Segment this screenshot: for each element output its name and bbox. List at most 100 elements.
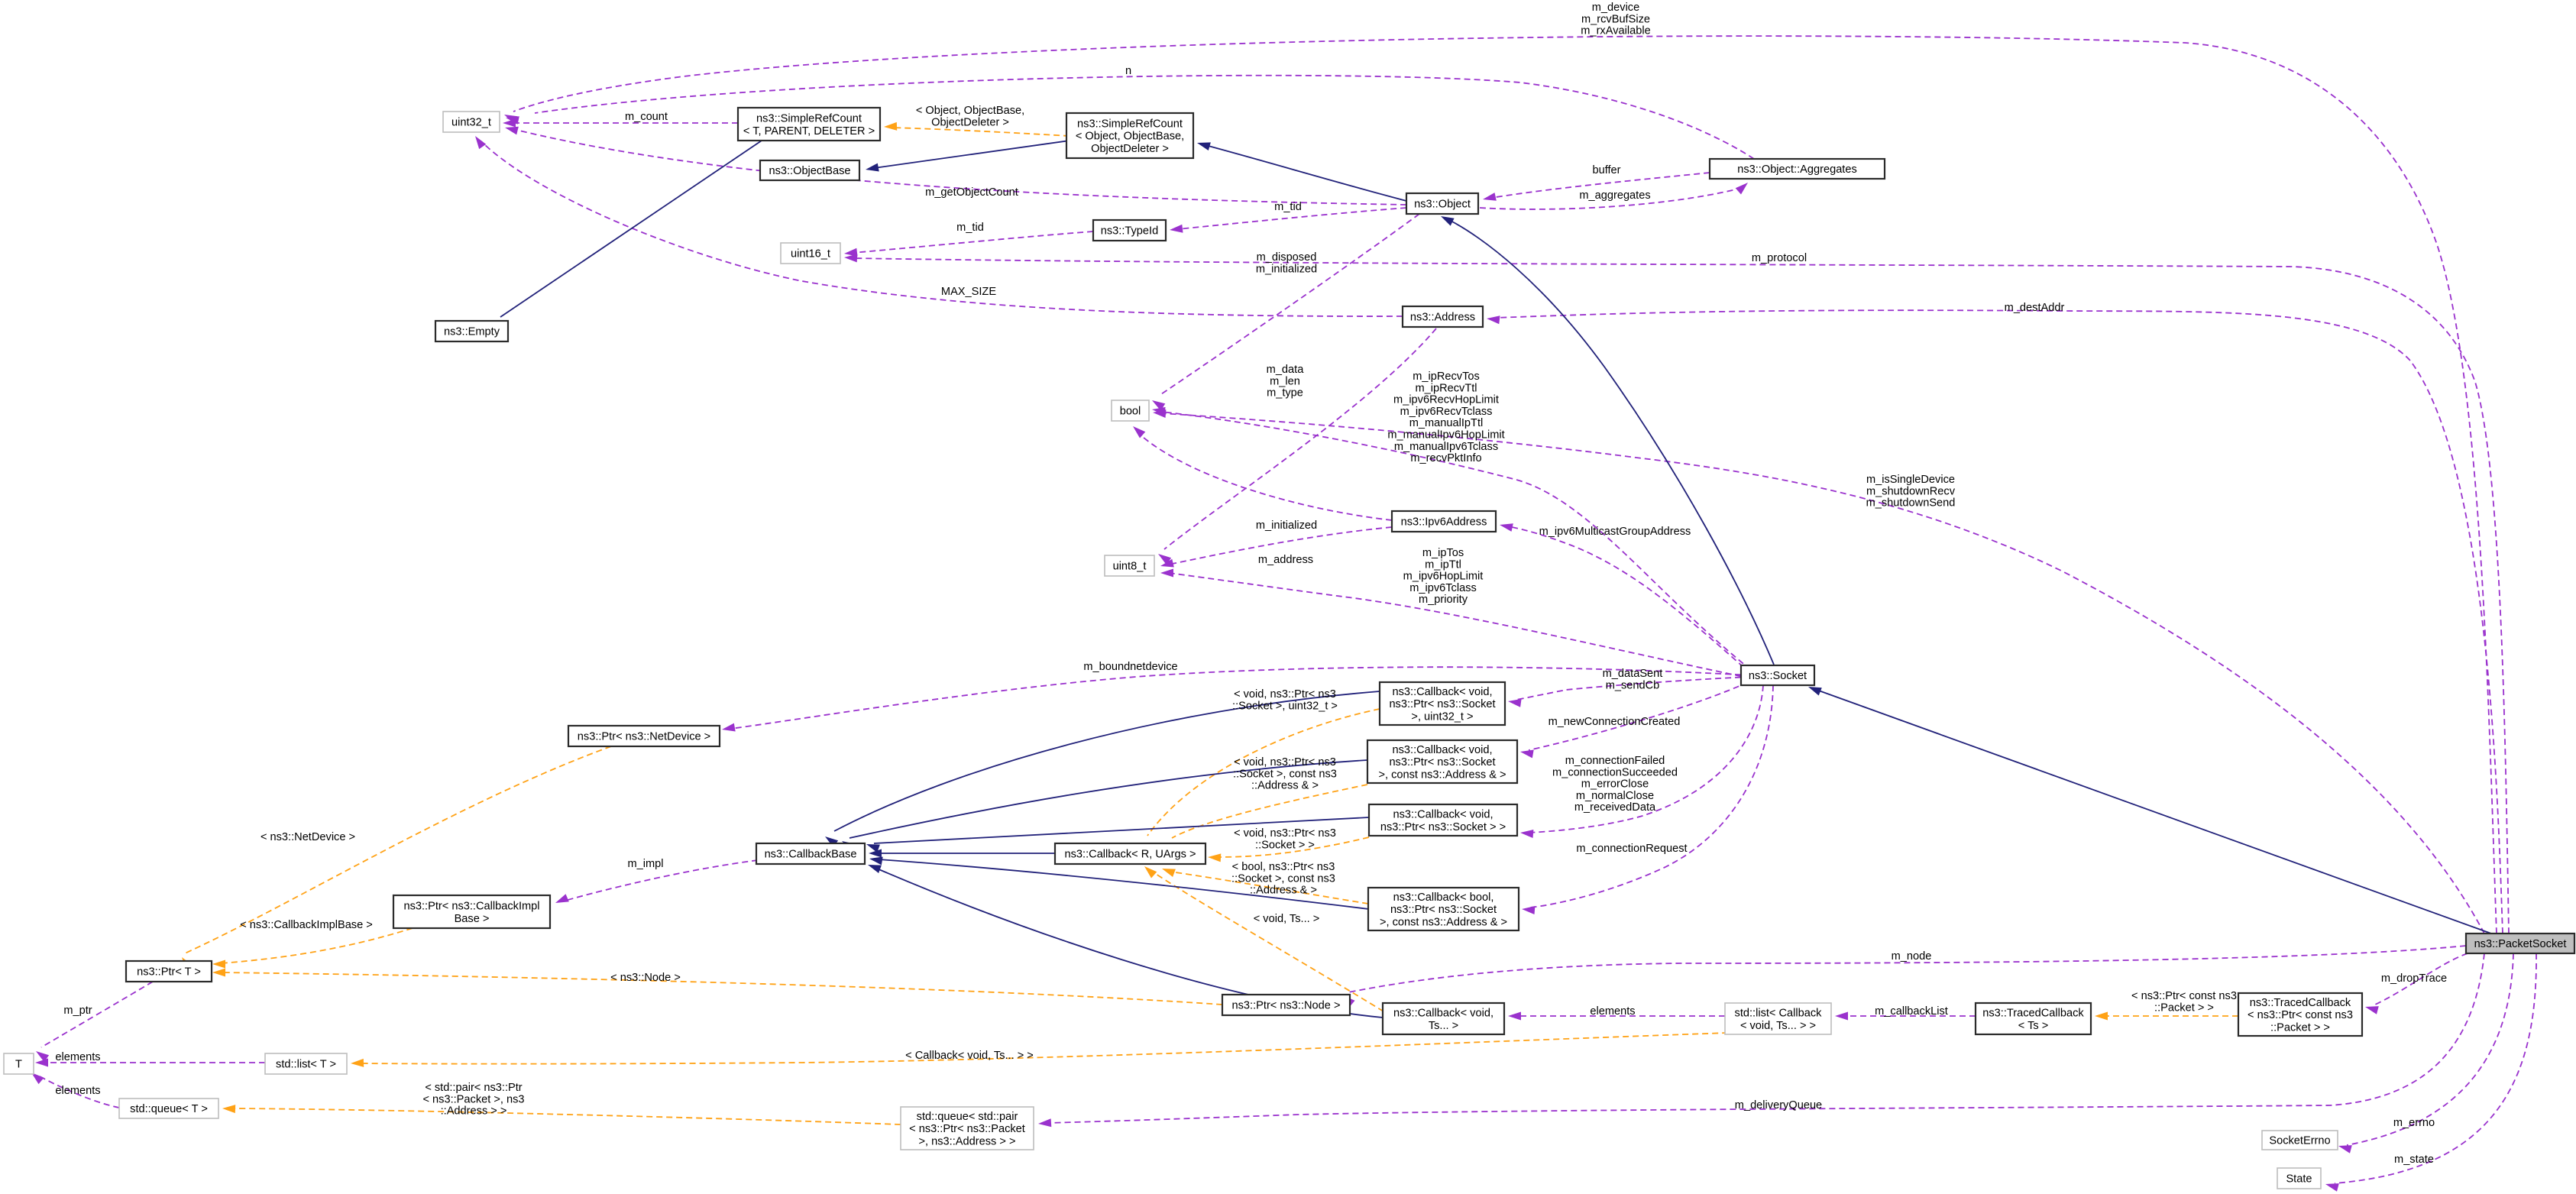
svg-text:m_aggregates: m_aggregates (1579, 189, 1650, 202)
svg-text:m_ipv6Tclass: m_ipv6Tclass (1409, 582, 1477, 594)
svg-text:ns3::Ptr< T >: ns3::Ptr< T > (137, 966, 201, 979)
svg-text:< void, ns3::Ptr< ns3: < void, ns3::Ptr< ns3 (1234, 688, 1336, 701)
svg-text:ns3::Callback< void,: ns3::Callback< void, (1392, 744, 1492, 756)
svg-text:ns3::Callback< void,: ns3::Callback< void, (1392, 686, 1492, 698)
svg-text:m_ipv6RecvTclass: m_ipv6RecvTclass (1400, 406, 1493, 418)
svg-text:m_priority: m_priority (1419, 594, 1468, 606)
svg-text:>, ns3::Address > >: >, ns3::Address > > (919, 1135, 1016, 1147)
svg-text:std::list< Callback: std::list< Callback (1735, 1008, 1823, 1020)
svg-text:< std::pair< ns3::Ptr: < std::pair< ns3::Ptr (425, 1082, 522, 1094)
svg-text:uint16_t: uint16_t (791, 248, 830, 260)
svg-text:SocketErrno: SocketErrno (2269, 1135, 2330, 1147)
svg-text:std::queue< std::pair: std::queue< std::pair (917, 1111, 1018, 1123)
svg-text:bool: bool (1120, 406, 1141, 418)
svg-text:ns3::TypeId: ns3::TypeId (1101, 225, 1158, 238)
svg-text:m_state: m_state (2394, 1154, 2434, 1166)
svg-text:>, const ns3::Address & >: >, const ns3::Address & > (1378, 768, 1506, 781)
svg-text:m_receivedData: m_receivedData (1574, 801, 1656, 814)
svg-text:ns3::Empty: ns3::Empty (444, 326, 500, 338)
svg-text:ns3::TracedCallback: ns3::TracedCallback (2250, 997, 2351, 1009)
svg-text:uint32_t: uint32_t (451, 117, 491, 129)
svg-text:ObjectDeleter >: ObjectDeleter > (1091, 143, 1169, 155)
svg-text:std::queue< T >: std::queue< T > (130, 1103, 208, 1115)
svg-text:>, const ns3::Address & >: >, const ns3::Address & > (1380, 916, 1507, 928)
svg-text:>, uint32_t >: >, uint32_t > (1411, 710, 1473, 723)
svg-text:ns3::Object::Aggregates: ns3::Object::Aggregates (1737, 163, 1857, 176)
svg-text:m_rcvBufSize: m_rcvBufSize (1581, 13, 1650, 25)
svg-text:m_getObjectCount: m_getObjectCount (925, 186, 1018, 199)
svg-text:m_node: m_node (1892, 950, 1932, 963)
svg-text:m_initialized: m_initialized (1256, 263, 1317, 275)
svg-text:ns3::Ptr< ns3::Socket: ns3::Ptr< ns3::Socket (1390, 904, 1497, 916)
svg-text:::Socket >, uint32_t >: ::Socket >, uint32_t > (1232, 700, 1338, 712)
svg-text:< ns3::Ptr< ns3::Packet: < ns3::Ptr< ns3::Packet (909, 1123, 1025, 1135)
svg-text:m_errno: m_errno (2393, 1117, 2435, 1129)
svg-text:< Ts >: < Ts > (2018, 1020, 2048, 1032)
svg-text:m_impl: m_impl (627, 858, 663, 870)
svg-text:m_sendCb: m_sendCb (1606, 679, 1660, 691)
svg-text:ns3::Callback< void,: ns3::Callback< void, (1393, 809, 1493, 821)
svg-text:ns3::Ptr< ns3::Socket > >: ns3::Ptr< ns3::Socket > > (1380, 821, 1506, 833)
svg-text:m_rxAvailable: m_rxAvailable (1581, 25, 1650, 37)
svg-text:m_deliveryQueue: m_deliveryQueue (1735, 1099, 1822, 1111)
svg-text:elements: elements (55, 1051, 100, 1063)
svg-text:m_destAddr: m_destAddr (2005, 302, 2065, 314)
svg-text:elements: elements (1590, 1005, 1635, 1018)
svg-text:m_ipTtl: m_ipTtl (1425, 558, 1461, 571)
svg-text:ns3::TracedCallback: ns3::TracedCallback (1982, 1008, 2084, 1020)
svg-text:m_isSingleDevice: m_isSingleDevice (1866, 474, 1955, 486)
svg-text:ns3::Ptr< ns3::Node >: ns3::Ptr< ns3::Node > (1232, 1000, 1341, 1012)
svg-text:ns3::SimpleRefCount: ns3::SimpleRefCount (1077, 118, 1183, 130)
svg-text:ns3::ObjectBase: ns3::ObjectBase (769, 165, 850, 177)
svg-text:m_normalClose: m_normalClose (1576, 790, 1654, 802)
svg-text:m_len: m_len (1270, 375, 1300, 387)
svg-text:::Packet > >: ::Packet > > (2270, 1021, 2330, 1034)
svg-text:< bool, ns3::Ptr< ns3: < bool, ns3::Ptr< ns3 (1232, 861, 1335, 873)
svg-text:m_dataSent: m_dataSent (1603, 668, 1663, 680)
svg-text:ObjectDeleter >: ObjectDeleter > (931, 116, 1009, 128)
svg-text:< ns3::Node >: < ns3::Node > (610, 972, 681, 984)
svg-text:::Address > >: ::Address > > (441, 1105, 507, 1118)
svg-text:< ns3::Ptr< const ns3: < ns3::Ptr< const ns3 (2131, 990, 2237, 1002)
svg-text:m_address: m_address (1258, 554, 1313, 566)
svg-text:m_tid: m_tid (1274, 201, 1302, 213)
svg-text:m_data: m_data (1267, 364, 1305, 376)
svg-text:m_shutdownSend: m_shutdownSend (1866, 497, 1956, 510)
svg-text:< void, Ts... >: < void, Ts... > (1254, 913, 1320, 925)
svg-text:m_ipTos: m_ipTos (1422, 547, 1464, 559)
svg-text:::Packet > >: ::Packet > > (2154, 1001, 2214, 1014)
svg-text:m_recvPktInfo: m_recvPktInfo (1410, 452, 1481, 464)
svg-text:m_boundnetdevice: m_boundnetdevice (1083, 661, 1177, 673)
svg-text:< void, Ts... > >: < void, Ts... > > (1740, 1020, 1816, 1032)
svg-text:< Callback< void, Ts... > >: < Callback< void, Ts... > > (905, 1050, 1034, 1062)
svg-text:m_device: m_device (1592, 2, 1639, 14)
svg-text:m_ipv6RecvHopLimit: m_ipv6RecvHopLimit (1393, 394, 1499, 406)
svg-text:uint8_t: uint8_t (1113, 561, 1147, 573)
svg-text:< Object, ObjectBase,: < Object, ObjectBase, (916, 105, 1024, 117)
svg-text:m_disposed: m_disposed (1257, 251, 1317, 264)
svg-text:m_ipRecvTos: m_ipRecvTos (1413, 370, 1480, 383)
svg-text:ns3::CallbackBase: ns3::CallbackBase (765, 849, 857, 861)
svg-text:::Socket >, const ns3: ::Socket >, const ns3 (1233, 768, 1337, 780)
svg-text:m_protocol: m_protocol (1752, 252, 1807, 264)
svg-text:ns3::Socket: ns3::Socket (1749, 670, 1807, 682)
svg-text:ns3::Ptr< ns3::NetDevice >: ns3::Ptr< ns3::NetDevice > (578, 731, 710, 743)
svg-text:::Address & >: ::Address & > (1250, 885, 1317, 897)
svg-text:m_ptr: m_ptr (63, 1005, 92, 1017)
svg-text:m_callbackList: m_callbackList (1875, 1005, 1948, 1018)
svg-text:ns3::PacketSocket: ns3::PacketSocket (2474, 938, 2567, 950)
svg-text:< ns3::Packet >, ns3: < ns3::Packet >, ns3 (422, 1093, 524, 1105)
svg-text:m_initialized: m_initialized (1256, 519, 1317, 532)
svg-text:T: T (15, 1059, 22, 1071)
svg-text:m_shutdownRecv: m_shutdownRecv (1866, 485, 1956, 497)
svg-text:< ns3::Ptr< const ns3: < ns3::Ptr< const ns3 (2248, 1009, 2353, 1021)
svg-text:< ns3::CallbackImplBase >: < ns3::CallbackImplBase > (240, 919, 373, 931)
svg-text:n: n (1125, 65, 1131, 77)
svg-text:m_connectionFailed: m_connectionFailed (1565, 755, 1665, 767)
svg-text:ns3::Ptr< ns3::Socket: ns3::Ptr< ns3::Socket (1389, 756, 1495, 768)
svg-text:m_ipRecvTtl: m_ipRecvTtl (1415, 382, 1477, 394)
svg-text:ns3::Callback< R, UArgs >: ns3::Callback< R, UArgs > (1065, 849, 1196, 861)
svg-text:m_type: m_type (1267, 387, 1303, 400)
svg-text:ns3::Object: ns3::Object (1414, 199, 1471, 211)
svg-text:State: State (2286, 1173, 2312, 1186)
